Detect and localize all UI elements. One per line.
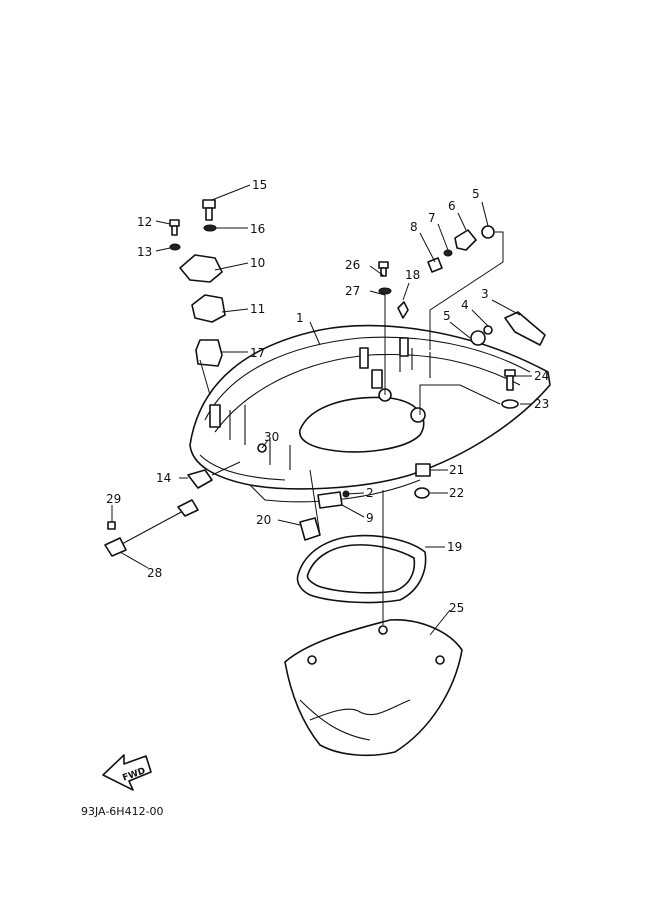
leader-lines — [111, 184, 532, 636]
cover-9 — [317, 491, 343, 509]
callout-30: 30 — [264, 430, 279, 444]
washer-4 — [483, 325, 493, 335]
grommet-20 — [299, 517, 321, 541]
bracket-10 — [179, 254, 223, 283]
washer-27 — [378, 287, 392, 295]
callout-8: 8 — [410, 220, 418, 234]
callout-29: 29 — [106, 492, 121, 506]
callout-25: 25 — [449, 601, 464, 615]
lever-6 — [454, 229, 477, 251]
callout-28: 28 — [147, 566, 162, 580]
grommet-14 — [187, 469, 213, 489]
callout-24: 24 — [534, 369, 549, 383]
callout-1: 1 — [296, 311, 304, 325]
callout-26: 26 — [345, 258, 360, 272]
callout-16: 16 — [250, 222, 265, 236]
bracket-11 — [191, 294, 226, 323]
callout-27: 27 — [345, 284, 360, 298]
callout-5-top: 5 — [472, 187, 480, 201]
callout-21: 21 — [449, 463, 464, 477]
callout-12: 12 — [137, 215, 152, 229]
callout-9: 9 — [366, 511, 374, 525]
washer-16 — [203, 224, 217, 232]
callout-labels: 1 2 3 4 5 5 6 7 8 9 10 11 12 13 14 15 16… — [106, 178, 549, 615]
fwd-arrow-icon: FWD — [102, 754, 152, 791]
callout-15: 15 — [252, 178, 267, 192]
callout-14: 14 — [156, 471, 171, 485]
callout-2: 2 — [366, 486, 374, 500]
bolt-15 — [202, 199, 216, 221]
callout-3: 3 — [481, 287, 489, 301]
callout-5: 5 — [443, 309, 451, 323]
callout-20: 20 — [256, 513, 271, 527]
washer-23 — [501, 399, 519, 409]
bushing-5-top — [481, 225, 495, 239]
grommet-21 — [415, 463, 431, 477]
callout-18: 18 — [405, 268, 420, 282]
drawing-code: 93JA-6H412-00 — [81, 805, 164, 818]
washer-13 — [169, 243, 181, 251]
fitting-28 — [104, 499, 199, 557]
collar-22 — [414, 487, 430, 499]
callout-11: 11 — [250, 302, 265, 316]
callout-4: 4 — [461, 298, 469, 312]
callout-13: 13 — [137, 245, 152, 259]
callout-17: 17 — [250, 346, 265, 360]
lower-cover — [284, 619, 463, 757]
bolt-24 — [504, 369, 516, 391]
callout-22: 22 — [449, 486, 464, 500]
plug-29 — [107, 521, 116, 530]
callout-10: 10 — [250, 256, 265, 270]
seal-ring — [296, 534, 427, 604]
bushing-5 — [470, 330, 486, 346]
callout-19: 19 — [447, 540, 462, 554]
grommet-17 — [195, 339, 223, 367]
callout-7: 7 — [428, 211, 436, 225]
screw-12 — [169, 219, 180, 236]
clip-18 — [397, 301, 409, 319]
bottom-cowling — [189, 324, 551, 503]
callout-23: 23 — [534, 397, 549, 411]
bolt-8 — [427, 257, 443, 273]
callout-6: 6 — [448, 199, 456, 213]
handle-3 — [504, 311, 546, 346]
washer-7 — [443, 249, 453, 257]
